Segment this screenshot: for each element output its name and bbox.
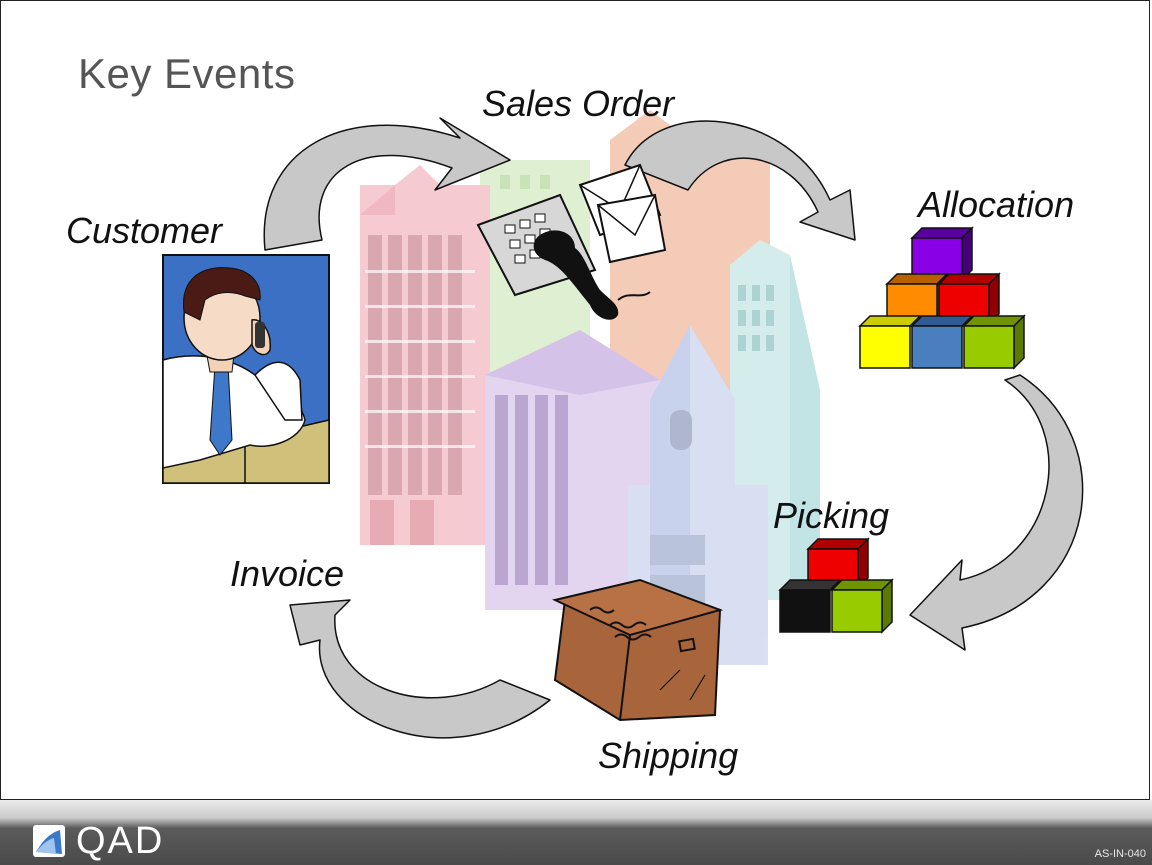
allocation-label: Allocation [918, 184, 1075, 225]
slide-title: Key Events [78, 50, 296, 97]
picking-cube-stack [778, 537, 894, 634]
picking-label: Picking [773, 495, 890, 536]
qad-logo-icon [33, 825, 65, 857]
flow-arrow-customer-to-order [263, 117, 511, 251]
flow-arrow-allocation-to-picking [909, 374, 1084, 651]
shipping-label: Shipping [598, 735, 739, 776]
flow-arrow-shipping-to-invoice [289, 599, 551, 739]
shipping-box-graphic [551, 578, 724, 722]
invoice-label: Invoice [230, 553, 345, 594]
sales-order-label: Sales Order [482, 83, 675, 124]
customer-on-phone-picture [162, 254, 330, 484]
slide-artwork [162, 110, 1084, 739]
allocation-cube-pyramid [858, 226, 1026, 370]
flow-arrow-order-to-allocation [624, 120, 856, 241]
qad-logo: QAD [32, 822, 164, 860]
customer-label: Customer [66, 210, 223, 251]
footer-bar [0, 800, 1152, 865]
sales-order-phone-mail-graphic [476, 163, 667, 320]
slide-code: AS-IN-040 [1094, 848, 1146, 860]
qad-logo-text: QAD [76, 820, 165, 862]
